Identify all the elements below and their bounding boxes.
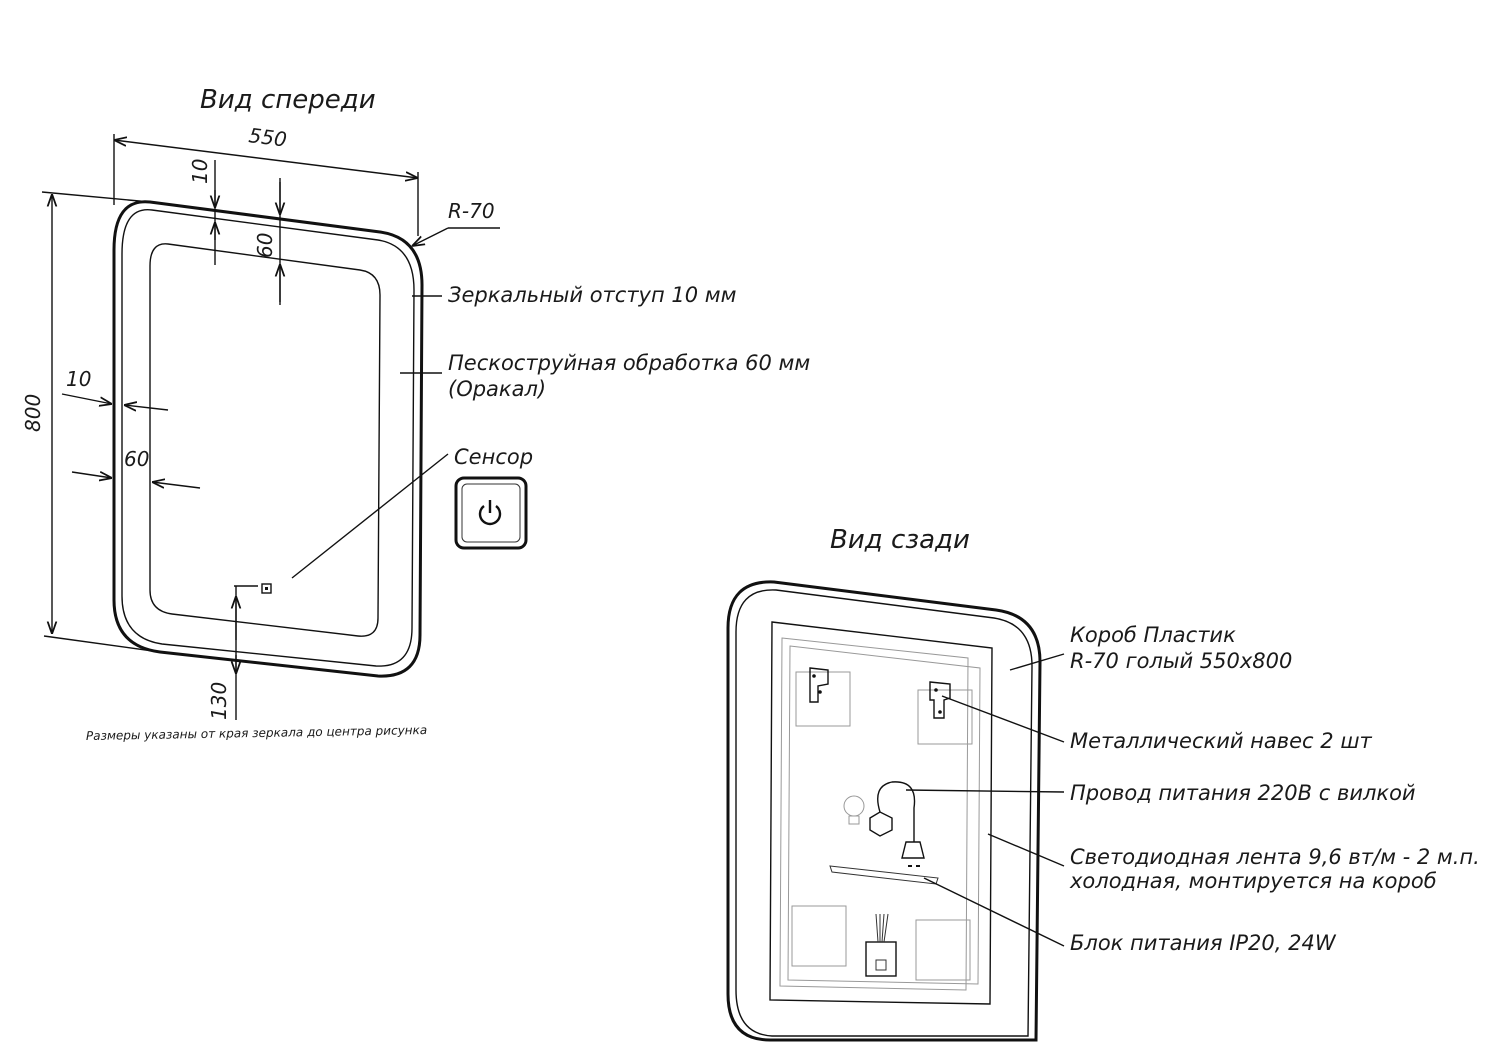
back-view: Вид сзади [726,525,1480,1042]
plug-icon [869,781,925,867]
callout-hanger: Металлический навес 2 шт [1070,729,1373,753]
hanger-right [917,681,973,745]
dim-height: 800 [21,394,45,432]
hanger-left [795,667,851,727]
dim-width: 550 [247,123,288,151]
callout-sandblast-1: Пескоструйная обработка 60 мм [448,351,810,375]
led-profile [829,865,939,885]
front-mirror-inner-edge [121,209,415,667]
dim-radius: R-70 [448,199,495,223]
front-footnote: Размеры указаны от края зеркала до центр… [86,723,427,743]
back-view-title: Вид сзади [830,525,970,555]
power-supply [791,905,971,981]
front-view: Вид спереди 550 800 10 60 10 60 [21,85,810,743]
back-mirror-outline [726,580,1042,1042]
dim-sensor-bottom: 130 [207,682,231,720]
back-plastic-box [769,621,993,1005]
front-mirror-outline [112,200,424,678]
dim-mirror-left: 10 [66,367,91,391]
bulb-icon [843,795,865,825]
callout-sandblast-2: (Оракал) [448,377,546,401]
callout-box-1: Короб Пластик [1070,623,1236,647]
front-sandblast-area [149,243,381,637]
dim-sand-top: 60 [253,233,277,258]
callout-power-cord: Провод питания 220В с вилкой [1070,781,1416,805]
callout-box-2: R-70 голый 550х800 [1070,649,1292,673]
power-icon [478,500,502,526]
callout-sensor: Сенсор [454,445,533,469]
callout-mirror-offset: Зеркальный отступ 10 мм [448,283,737,307]
dim-sand-left: 60 [124,447,149,471]
front-sensor-marker [261,583,272,594]
callout-led-2: холодная, монтируется на короб [1069,869,1437,893]
dim-mirror-top: 10 [188,159,212,184]
sensor-button [454,476,528,550]
callout-led-1: Светодиодная лента 9,6 вт/м - 2 м.п. [1070,845,1480,869]
callout-psu: Блок питания IP20, 24W [1070,931,1337,955]
front-view-title: Вид спереди [200,85,376,115]
